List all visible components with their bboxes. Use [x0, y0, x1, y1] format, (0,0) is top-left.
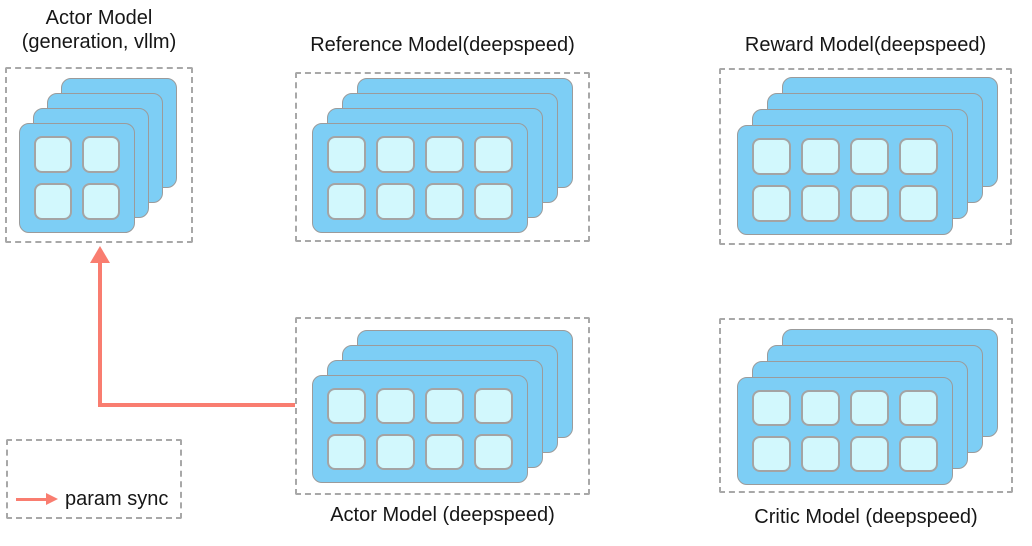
gpu-chip — [327, 136, 366, 173]
model-title-actor-deepspeed: Actor Model (deepspeed) — [330, 504, 555, 526]
gpu-chip — [474, 434, 513, 470]
gpu-chip — [376, 183, 415, 220]
gpu-chip — [474, 136, 513, 173]
gpu-chip — [474, 388, 513, 424]
gpu-chip — [327, 183, 366, 220]
gpu-chip-grid — [313, 376, 527, 482]
model-title-critic: Critic Model (deepspeed) — [754, 506, 978, 528]
legend-label: param sync — [65, 488, 169, 510]
model-title-reward: Reward Model(deepspeed) — [744, 34, 987, 56]
gpu-chip — [34, 183, 72, 220]
gpu-card-front — [737, 377, 953, 485]
gpu-chip-grid — [313, 124, 527, 232]
model-title-line1: Actor Model — [45, 7, 153, 29]
gpu-chip — [752, 436, 791, 472]
param-sync-arrow-horizontal — [100, 403, 295, 407]
gpu-chip — [850, 185, 889, 222]
gpu-chip — [801, 138, 840, 175]
legend-row: param sync — [16, 487, 168, 511]
gpu-group-box — [295, 72, 590, 242]
gpu-card-front — [737, 125, 953, 235]
gpu-chip — [801, 185, 840, 222]
gpu-chip — [850, 138, 889, 175]
cluster-actor-vllm: Actor Model (generation, vllm) — [5, 6, 193, 246]
gpu-chip — [899, 436, 938, 472]
gpu-chip — [899, 185, 938, 222]
param-sync-arrow-icon — [16, 493, 58, 505]
gpu-chip — [376, 434, 415, 470]
model-title-actor-vllm: Actor Model (generation, vllm) — [5, 6, 193, 54]
cluster-reward-model: Reward Model(deepspeed) — [719, 33, 1012, 248]
model-title-line2: (generation, vllm) — [21, 31, 177, 53]
gpu-chip — [376, 136, 415, 173]
cluster-critic-model: Critic Model (deepspeed) — [719, 318, 1013, 533]
gpu-chip — [425, 183, 464, 220]
gpu-chip-grid — [20, 124, 134, 232]
gpu-chip — [376, 388, 415, 424]
param-sync-arrowhead-icon — [90, 246, 110, 263]
gpu-chip — [425, 388, 464, 424]
gpu-chip — [34, 136, 72, 173]
gpu-card-front — [312, 375, 528, 483]
gpu-chip — [899, 390, 938, 426]
gpu-chip — [752, 185, 791, 222]
gpu-card-front — [19, 123, 135, 233]
gpu-group-box — [5, 67, 193, 243]
cluster-actor-deepspeed: Actor Model (deepspeed) — [295, 317, 590, 532]
gpu-chip — [327, 388, 366, 424]
gpu-chip — [752, 390, 791, 426]
gpu-chip — [474, 183, 513, 220]
gpu-chip — [82, 183, 120, 220]
gpu-chip — [752, 138, 791, 175]
cluster-reference-model: Reference Model(deepspeed) — [295, 33, 590, 245]
gpu-chip — [899, 138, 938, 175]
model-title-reference: Reference Model(deepspeed) — [310, 34, 575, 56]
gpu-card-front — [312, 123, 528, 233]
gpu-chip — [801, 436, 840, 472]
gpu-chip-grid — [738, 378, 952, 484]
gpu-chip — [425, 434, 464, 470]
legend-box: param sync — [6, 439, 182, 519]
gpu-card-stack — [5, 67, 193, 243]
gpu-card-stack — [295, 72, 590, 242]
gpu-chip — [801, 390, 840, 426]
gpu-group-box — [719, 68, 1012, 245]
gpu-chip — [327, 434, 366, 470]
gpu-chip — [425, 136, 464, 173]
gpu-chip — [82, 136, 120, 173]
gpu-chip-grid — [738, 126, 952, 234]
gpu-chip — [850, 436, 889, 472]
gpu-group-box — [295, 317, 590, 495]
gpu-card-stack — [719, 318, 1013, 493]
gpu-chip — [850, 390, 889, 426]
param-sync-arrow-vertical — [98, 260, 102, 407]
gpu-card-stack — [295, 317, 590, 495]
gpu-card-stack — [719, 68, 1012, 245]
gpu-group-box — [719, 318, 1013, 493]
